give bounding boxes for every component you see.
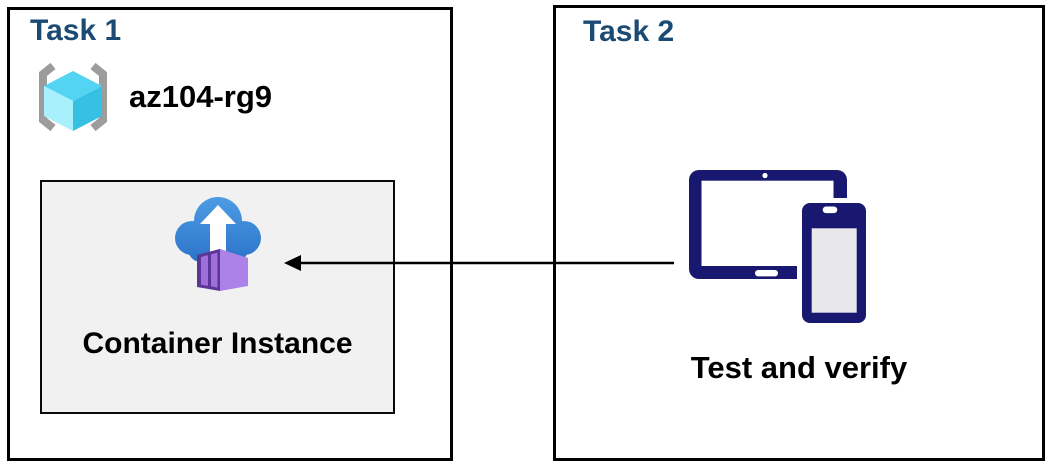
phone-speaker xyxy=(822,206,838,214)
task1-title: Task 1 xyxy=(30,14,122,47)
tablet-and-phone-icon xyxy=(689,170,871,326)
task2-title: Task 2 xyxy=(583,15,675,48)
resource-group-name: az104-rg9 xyxy=(129,79,273,114)
container-instances-icon xyxy=(175,197,261,291)
test-verify-label: Test and verify xyxy=(690,350,908,385)
task2-panel: Task 2 Test and verify xyxy=(553,5,1045,461)
upload-arrow-icon xyxy=(200,205,236,256)
task1-panel: Task 1 az104-rg9 xyxy=(7,7,453,461)
tablet-home-button xyxy=(755,270,778,277)
resource-group-icon xyxy=(39,62,107,132)
container-instance-label: Container Instance xyxy=(82,327,353,360)
container-instance-card: Container Instance xyxy=(40,180,395,414)
resource-group: az104-rg9 xyxy=(33,62,272,132)
tablet-camera-dot xyxy=(762,172,768,179)
